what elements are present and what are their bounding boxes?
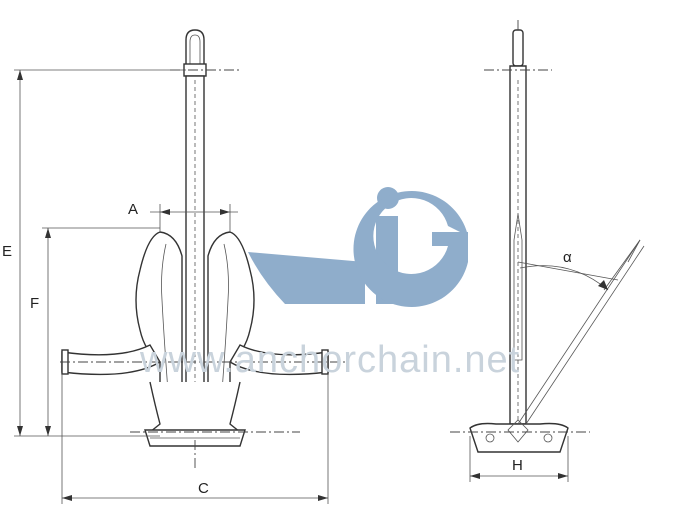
label-e: E bbox=[2, 243, 12, 260]
anchor-shackle bbox=[185, 29, 205, 68]
label-h: H bbox=[512, 457, 523, 474]
side-base bbox=[469, 422, 569, 453]
watermark-logo bbox=[248, 187, 468, 307]
side-shackle bbox=[512, 29, 524, 67]
anchor-front-view bbox=[14, 29, 345, 504]
anchor-crown bbox=[148, 381, 242, 433]
anchor-side-view bbox=[450, 20, 645, 482]
label-c: C bbox=[198, 480, 209, 497]
label-alpha: α bbox=[563, 249, 572, 266]
label-f: F bbox=[30, 295, 39, 312]
label-a: A bbox=[128, 201, 138, 218]
alpha-arc bbox=[519, 265, 609, 291]
watermark-text: www.anchorchain.net bbox=[139, 339, 520, 381]
